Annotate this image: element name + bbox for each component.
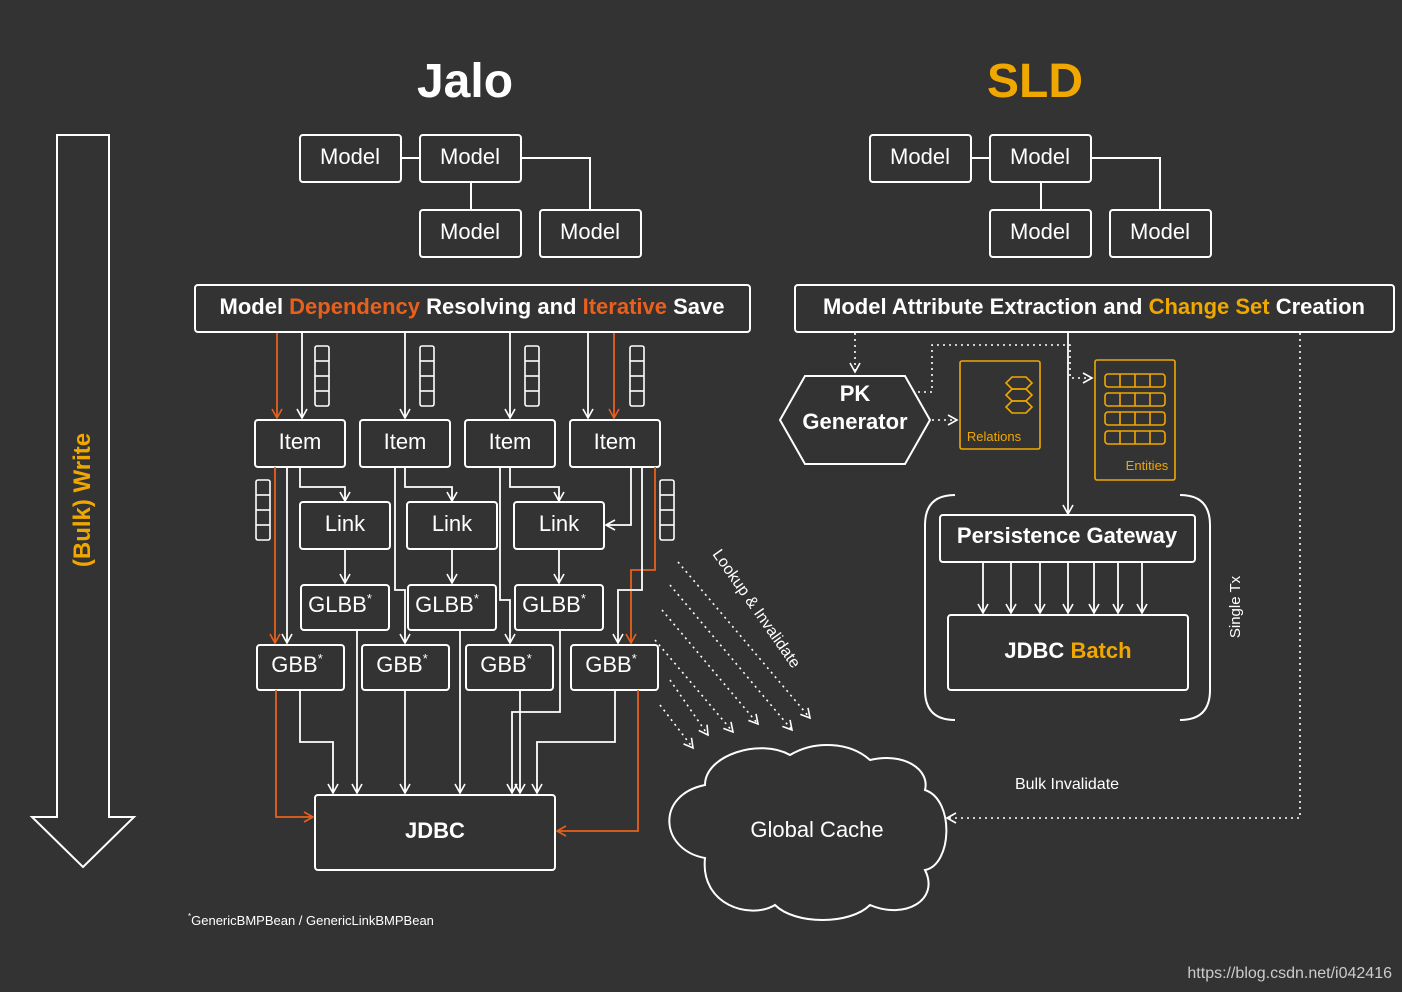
gbb-box: GBB* — [271, 651, 323, 677]
gbb-box: GBB* — [376, 651, 428, 677]
watermark: https://blog.csdn.net/i042416 — [1187, 965, 1392, 982]
jalo-model-box: Model — [320, 144, 380, 169]
queue-icon — [314, 345, 330, 407]
gbb-box: GBB* — [480, 651, 532, 677]
lookup-invalidate-arrows — [654, 561, 812, 750]
attribute-extraction-bar — [794, 284, 1395, 333]
queue-icon — [255, 479, 271, 541]
pk-generator-hexagon — [778, 375, 932, 465]
item-box: Item — [279, 429, 322, 454]
glbb-box: GLBB* — [308, 591, 372, 617]
queue-icon — [659, 479, 675, 541]
jdbc-batch-box — [947, 614, 1189, 691]
entities-label: Entities — [1126, 458, 1169, 473]
sld-model-tree — [869, 134, 1212, 258]
bulk-invalidate-label: Bulk Invalidate — [1015, 776, 1119, 793]
single-tx-label: Single Tx — [1227, 575, 1244, 638]
glbb-boxes — [300, 584, 604, 631]
glbb-box: GLBB* — [415, 591, 479, 617]
relations-label: Relations — [967, 429, 1022, 444]
sld-title: SLD — [987, 55, 1083, 108]
queue-icon — [419, 345, 435, 407]
queue-icon — [629, 345, 645, 407]
footnote: *GenericBMPBean / GenericLinkBMPBean — [188, 912, 434, 928]
global-cache-cloud — [668, 744, 948, 921]
jalo-model-box: Model — [440, 144, 500, 169]
to-jdbc-arrows — [275, 630, 639, 837]
jdbc-label: JDBC — [405, 818, 465, 843]
item-box: Item — [489, 429, 532, 454]
pk-generator-label: PK — [840, 381, 871, 406]
sld-model-box: Model — [1010, 219, 1070, 244]
dependency-resolving-bar — [194, 284, 751, 333]
item-to-link-arrows — [299, 467, 632, 531]
relations-icon — [959, 360, 1041, 450]
jdbc-box — [314, 794, 556, 871]
item-box: Item — [384, 429, 427, 454]
bulk-write-label: (Bulk) Write — [69, 433, 96, 567]
bar-to-item-arrows — [271, 333, 620, 420]
link-box: Link — [325, 511, 366, 536]
sld-dotted-connectors — [849, 333, 1301, 824]
jalo-model-box: Model — [560, 219, 620, 244]
jalo-model-tree — [299, 134, 642, 258]
persistence-gateway-label: Persistence Gateway — [957, 523, 1178, 548]
sld-model-box: Model — [890, 144, 950, 169]
link-box: Link — [432, 511, 473, 536]
gateway-to-batch-arrows — [977, 562, 1148, 615]
bulk-write-arrow: (Bulk) Write — [29, 134, 137, 869]
dependency-resolving-label: Model Dependency Resolving and Iterative… — [220, 294, 725, 319]
global-cache-label: Global Cache — [750, 817, 883, 842]
sld-model-box: Model — [1010, 144, 1070, 169]
glbb-box: GLBB* — [522, 591, 586, 617]
link-to-glbb-arrows — [339, 549, 565, 585]
entities-icon — [1094, 359, 1176, 481]
sld-model-box: Model — [1130, 219, 1190, 244]
gbb-box: GBB* — [585, 651, 637, 677]
link-box: Link — [539, 511, 580, 536]
queue-icon — [524, 345, 540, 407]
jalo-model-box: Model — [440, 219, 500, 244]
single-tx-bracket — [924, 494, 1211, 721]
lookup-invalidate-label: Lookup & Invalidate — [709, 547, 804, 672]
item-box: Item — [594, 429, 637, 454]
attribute-extraction-label: Model Attribute Extraction and Change Se… — [823, 294, 1365, 319]
item-to-gbb-arrows — [269, 467, 656, 645]
jdbc-batch-label: JDBC Batch — [1004, 638, 1131, 663]
pk-generator-label: Generator — [802, 409, 908, 434]
jalo-title: Jalo — [417, 55, 513, 108]
